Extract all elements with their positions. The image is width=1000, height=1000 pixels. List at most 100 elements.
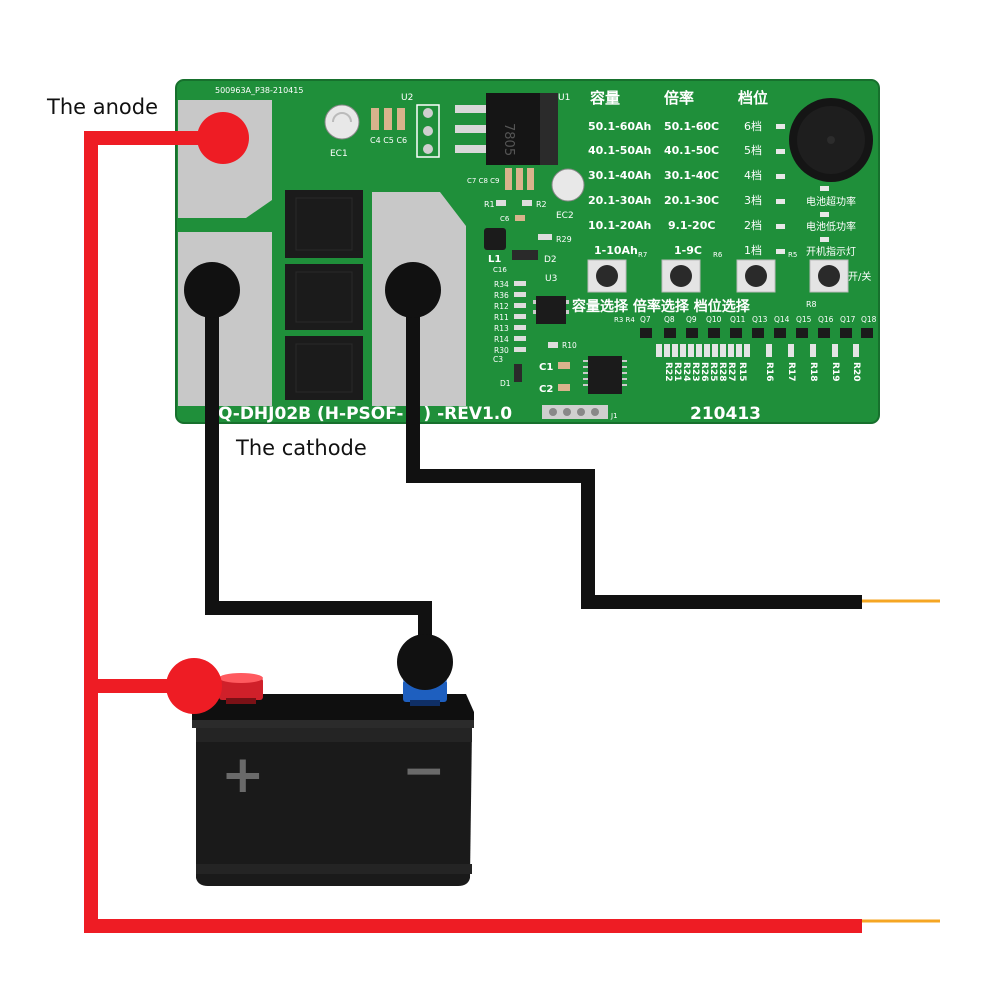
- svg-text:Q11: Q11: [730, 315, 746, 324]
- svg-text:C7 C8 C9: C7 C8 C9: [467, 177, 499, 185]
- resistor-array: [656, 344, 859, 357]
- anode-label: The anode: [47, 95, 159, 119]
- header-capacity: 容量: [589, 89, 620, 107]
- resistor-column: R34 R36 R12 R11 R13 R14 R30: [494, 280, 526, 355]
- svg-text:40.1-50Ah: 40.1-50Ah: [588, 144, 651, 157]
- svg-text:1-9C: 1-9C: [674, 244, 702, 257]
- svg-text:Q13: Q13: [752, 315, 768, 324]
- battery-minus-sign: −: [402, 741, 446, 801]
- capacitor-ec2: EC2: [551, 168, 585, 221]
- cathode-output-wire: [406, 290, 862, 609]
- svg-text:4档: 4档: [744, 168, 762, 182]
- small-passives: R1 R2 C6 R29: [484, 200, 572, 244]
- svg-text:7805: 7805: [501, 123, 516, 156]
- ref-c3: C3: [493, 355, 503, 364]
- button-power[interactable]: [809, 259, 849, 293]
- ref-r5: R5: [788, 251, 797, 259]
- svg-text:R25: R25: [708, 362, 718, 381]
- svg-text:R29: R29: [556, 235, 572, 244]
- voltage-regulator-u1: 7805 U1: [455, 93, 570, 165]
- svg-text:R34: R34: [494, 280, 509, 289]
- svg-text:R16: R16: [764, 362, 774, 381]
- button-capacity-select[interactable]: [587, 259, 627, 293]
- svg-text:20.1-30C: 20.1-30C: [664, 194, 719, 207]
- resistor-array-labels: R22 R21 R24 R23 R26 R25 R28 R27 R15 R16 …: [663, 362, 861, 381]
- car-battery: + −: [192, 673, 474, 886]
- svg-text:R21: R21: [672, 362, 682, 381]
- label-power-indicator: 开机指示灯: [806, 245, 856, 258]
- cathode-connection-dot-right: [385, 262, 441, 318]
- svg-text:R1: R1: [484, 200, 495, 209]
- svg-text:U2: U2: [401, 93, 413, 103]
- capacitors-c4-c6: C4 C5 C6 U2: [370, 93, 413, 145]
- label-over-power: 电池超功率: [806, 195, 856, 208]
- svg-text:40.1-50C: 40.1-50C: [664, 144, 719, 157]
- positive-terminal: [219, 673, 263, 704]
- svg-text:C6: C6: [500, 215, 510, 223]
- svg-text:R11: R11: [494, 313, 509, 322]
- svg-text:1-10Ah: 1-10Ah: [594, 244, 638, 257]
- ref-r10: R10: [562, 341, 577, 350]
- svg-text:Q9: Q9: [686, 315, 697, 324]
- svg-text:Q7: Q7: [640, 315, 651, 324]
- ref-c1: C1: [539, 362, 553, 373]
- capacity-column: 50.1-60Ah 40.1-50Ah 30.1-40Ah 20.1-30Ah …: [588, 120, 651, 257]
- svg-text:R20: R20: [851, 362, 861, 381]
- transistor-row: Q7 Q8 Q9 Q10 Q11 Q13 Q14 Q15 Q16 Q17 Q18: [640, 315, 877, 324]
- capacitors-c7-c9: C7 C8 C9: [467, 168, 534, 190]
- svg-text:20.1-30Ah: 20.1-30Ah: [588, 194, 651, 207]
- svg-text:R15: R15: [737, 362, 747, 381]
- svg-text:50.1-60C: 50.1-60C: [664, 120, 719, 133]
- anode-connection-dot: [197, 112, 249, 164]
- svg-text:R18: R18: [808, 362, 818, 381]
- svg-text:C4 C5 C6: C4 C5 C6: [370, 136, 407, 145]
- cathode-connection-dot-left: [184, 262, 240, 318]
- pcb-board: 500963A_P38-210415 EC1 C4 C5 C6 U2: [175, 79, 880, 424]
- diode-d1: [514, 364, 522, 382]
- chip-u3: U3: [533, 274, 569, 324]
- svg-text:Q18: Q18: [861, 315, 877, 324]
- svg-text:Q15: Q15: [796, 315, 812, 324]
- svg-text:U1: U1: [558, 93, 570, 103]
- svg-text:2档: 2档: [744, 218, 762, 232]
- ref-d1: D1: [500, 379, 511, 388]
- svg-text:Q8: Q8: [664, 315, 675, 324]
- battery-plus-sign: +: [221, 745, 265, 805]
- cathode-pad-left: [178, 232, 272, 406]
- svg-text:30.1-40C: 30.1-40C: [664, 169, 719, 182]
- button-labels: 容量选择 倍率选择 档位选择: [571, 298, 751, 315]
- svg-text:3档: 3档: [744, 193, 762, 207]
- button-gear-select[interactable]: [736, 259, 776, 293]
- ref-c16: C16: [493, 266, 507, 274]
- svg-text:Q14: Q14: [774, 315, 790, 324]
- microcontroller-chip: [583, 356, 627, 394]
- label-on-off: 开/关: [848, 270, 871, 283]
- board-model: Q-DHJ02B (H-PSOF-) -REV1.0: [218, 404, 512, 424]
- svg-text:R23: R23: [690, 362, 700, 381]
- svg-text:30.1-40Ah: 30.1-40Ah: [588, 169, 651, 182]
- svg-text:R24: R24: [681, 362, 691, 381]
- pcb-top-code: 500963A_P38-210415: [215, 86, 303, 95]
- svg-text:R36: R36: [494, 291, 509, 300]
- svg-text:R12: R12: [494, 302, 509, 311]
- ref-r3-r4: R3 R4: [614, 316, 635, 324]
- svg-text:R19: R19: [830, 362, 840, 381]
- indicator-leds: [776, 124, 829, 254]
- anode-wire: [84, 131, 862, 933]
- svg-text:R30: R30: [494, 346, 509, 355]
- ref-r8: R8: [806, 300, 817, 309]
- button-rate-select[interactable]: [661, 259, 701, 293]
- svg-text:R22: R22: [663, 362, 673, 381]
- battery-anode-dot: [166, 658, 222, 714]
- svg-text:U3: U3: [545, 274, 557, 284]
- label-low-power: 电池低功率: [806, 220, 856, 233]
- rate-column: 50.1-60C 40.1-50C 30.1-40C 20.1-30C 9.1-…: [664, 120, 719, 257]
- svg-text:Q16: Q16: [818, 315, 834, 324]
- svg-text:R26: R26: [699, 362, 709, 381]
- ref-r6: R6: [713, 251, 723, 259]
- svg-text:R28: R28: [717, 362, 727, 381]
- svg-text:1档: 1档: [744, 243, 762, 257]
- svg-text:EC2: EC2: [556, 211, 574, 221]
- svg-text:R2: R2: [536, 200, 547, 209]
